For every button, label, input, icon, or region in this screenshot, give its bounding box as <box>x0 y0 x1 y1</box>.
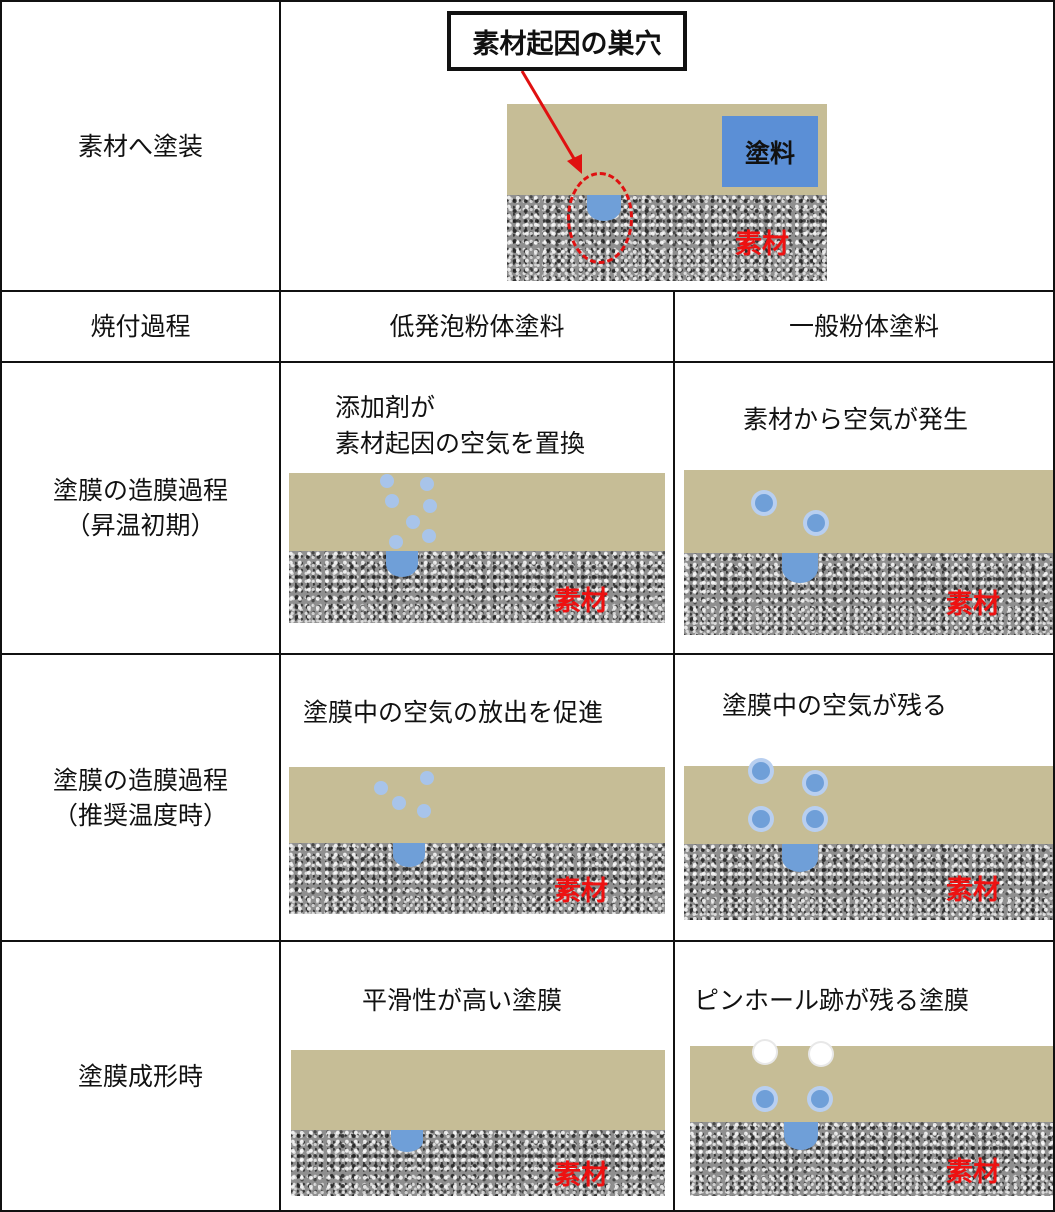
row-label-film-forming-early-text: 塗膜の造膜過程 （昇温初期） <box>52 476 228 540</box>
air-bubble <box>420 477 434 491</box>
row-label-film-forming-early: 塗膜の造膜過程 （昇温初期） <box>2 363 279 653</box>
material-label: 素材 <box>554 1160 608 1191</box>
column-header-general-text: 一般粉体塗料 <box>788 312 939 341</box>
column-divider-2 <box>673 290 675 1212</box>
air-bubble <box>755 494 773 512</box>
air-bubble <box>807 514 825 532</box>
coating-layer <box>289 473 665 551</box>
air-bubble <box>420 771 434 785</box>
substrate-layer <box>690 1122 1053 1196</box>
row-divider-4 <box>0 940 1055 942</box>
coating-layer <box>684 766 1053 844</box>
row-label-film-forming-recommended: 塗膜の造膜過程 （推奨温度時） <box>2 655 279 940</box>
top-substrate-layer <box>507 195 827 281</box>
material-label: 素材 <box>946 875 1000 906</box>
row-label-paint-on-material-text: 素材へ塗装 <box>77 131 203 161</box>
row-label-baking-process-text: 焼付過程 <box>90 312 191 341</box>
air-bubble <box>417 804 431 818</box>
air-bubble <box>756 1090 774 1108</box>
pore <box>386 551 418 577</box>
column-divider-1 <box>279 0 281 1212</box>
table-border-top <box>0 0 1055 2</box>
air-bubble <box>392 796 406 810</box>
caption-gen-complete: ピンホール跡が残る塗膜 <box>694 986 970 1015</box>
coating-layer <box>289 767 665 843</box>
material-label: 素材 <box>946 589 1000 620</box>
material-label: 素材 <box>554 586 608 617</box>
air-bubble <box>752 810 770 828</box>
substrate-layer <box>289 551 665 623</box>
diagram-low-complete: 素材 <box>291 1050 665 1196</box>
top-material-label: 素材 <box>735 229 789 260</box>
substrate-layer <box>684 844 1053 920</box>
table-border-right <box>1053 0 1055 1212</box>
caption-low-recommended: 塗膜中の空気の放出を促進 <box>303 698 604 727</box>
pore-highlight-ring <box>567 172 633 264</box>
callout-text: 素材起因の巣穴 <box>472 28 662 60</box>
air-bubble <box>385 494 399 508</box>
substrate-layer <box>684 553 1053 635</box>
table-border-left <box>0 0 2 1212</box>
table-border-bottom <box>0 1210 1055 1212</box>
pinhole-mark <box>810 1043 832 1065</box>
substrate-layer <box>291 1130 665 1196</box>
air-bubble <box>806 774 824 792</box>
callout-arrow <box>520 70 582 174</box>
air-bubble <box>811 1090 829 1108</box>
pinhole-mark <box>754 1041 776 1063</box>
diagram-gen-complete: 素材 <box>690 1041 1053 1196</box>
diagram-low-recommended: 素材 <box>289 767 665 914</box>
pore <box>782 844 818 872</box>
air-bubble <box>406 515 420 529</box>
callout-box: 素材起因の巣穴 <box>447 11 687 71</box>
caption-low-early: 添加剤が 素材起因の空気を置換 <box>335 393 586 459</box>
coating-layer <box>291 1050 665 1130</box>
air-bubble <box>380 474 394 488</box>
row-label-paint-on-material: 素材へ塗装 <box>2 2 279 290</box>
row-divider-2 <box>0 361 1055 363</box>
air-bubble <box>374 781 388 795</box>
air-bubble <box>806 810 824 828</box>
top-diagram: 塗料 素材 素材起因の巣穴 <box>0 0 1055 290</box>
diagram-gen-early: 素材 <box>684 470 1053 635</box>
column-header-low-foam: 低発泡粉体塗料 <box>281 292 673 361</box>
paint-label: 塗料 <box>744 138 795 168</box>
row-divider-3 <box>0 653 1055 655</box>
pore <box>393 843 425 867</box>
pore <box>782 553 818 583</box>
row-label-film-complete: 塗膜成形時 <box>2 942 279 1210</box>
row-label-baking-process: 焼付過程 <box>2 292 279 361</box>
diagram-gen-recommended: 素材 <box>684 762 1053 920</box>
column-header-low-foam-text: 低発泡粉体塗料 <box>389 312 565 341</box>
coating-layer <box>690 1046 1053 1122</box>
caption-gen-early: 素材から空気が発生 <box>743 405 969 434</box>
column-header-general: 一般粉体塗料 <box>675 292 1053 361</box>
material-label: 素材 <box>946 1157 1000 1188</box>
row-label-film-complete-text: 塗膜成形時 <box>77 1061 203 1091</box>
caption-low-complete: 平滑性が高い塗膜 <box>362 986 563 1015</box>
pore <box>391 1130 423 1152</box>
paint-box: 塗料 <box>722 116 818 187</box>
air-bubble <box>423 499 437 513</box>
row-label-film-forming-recommended-text: 塗膜の造膜過程 （推奨温度時） <box>52 765 228 830</box>
air-bubble <box>752 762 770 780</box>
coating-layer <box>684 470 1053 553</box>
material-label: 素材 <box>554 876 608 907</box>
diagram-low-early: 素材 <box>289 473 665 623</box>
row-divider-1 <box>0 290 1055 292</box>
caption-gen-recommended: 塗膜中の空気が残る <box>722 691 948 720</box>
pore <box>784 1122 818 1150</box>
substrate-layer <box>289 843 665 914</box>
air-bubble <box>422 529 436 543</box>
air-bubble <box>389 535 403 549</box>
